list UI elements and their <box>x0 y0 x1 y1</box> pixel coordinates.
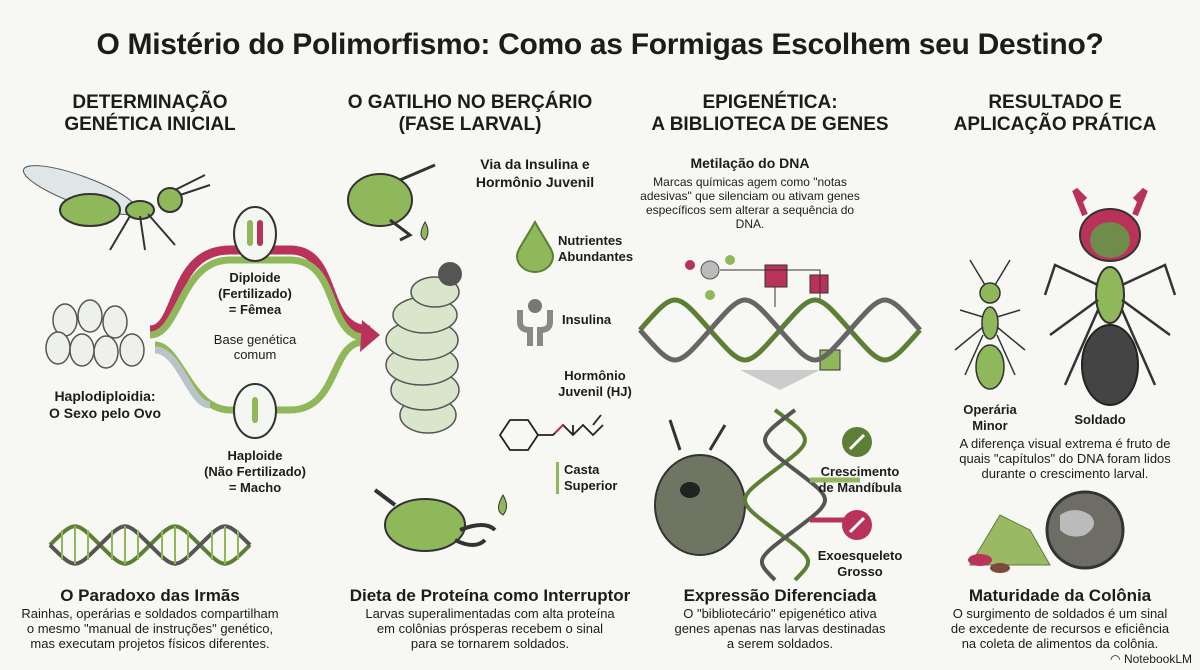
bottom-text-maturity: O surgimento de soldados é um sinal de e… <box>950 606 1170 651</box>
haplodiploidy-label: Haplodiploidia: O Sexo pelo Ovo <box>48 388 162 421</box>
page-title: O Mistério do Polimorfismo: Como as Form… <box>96 28 1104 61</box>
haploid-label: Haploide (Não Fertilizado) = Macho <box>204 448 306 495</box>
brand-label: NotebookLM <box>1123 652 1192 666</box>
soldier-label: Soldado <box>1074 412 1126 427</box>
ant-head-feeding-icon <box>347 163 436 242</box>
mandible-label: Crescimento de Mandíbula <box>818 464 902 495</box>
caste-marker <box>556 462 559 494</box>
column-heading-genetics: DETERMINAÇÃO GENÉTICA INICIAL <box>64 92 236 135</box>
mandible-gene-icon <box>842 427 872 457</box>
caste-label: Casta Superior <box>564 462 618 493</box>
dna-helix-horizontal <box>48 524 252 566</box>
common-base-label: Base genética comum <box>213 332 297 362</box>
hormone-label: Hormônio Juvenil (HJ) <box>558 368 632 399</box>
brand-badge: ◠ NotebookLM <box>1110 652 1192 666</box>
haploid-egg-icon <box>233 383 277 439</box>
bottom-title-paradox: O Paradoxo das Irmãs <box>60 586 240 605</box>
winged-ant-illustration <box>22 165 211 251</box>
column-heading-result: RESULTADO E APLICAÇÃO PRÁTICA <box>953 92 1157 135</box>
soldier-ant-head-illustration <box>654 419 746 556</box>
exoskeleton-gene-icon <box>842 510 872 540</box>
bottom-text-expression: O "bibliotecário" epigenético ativa gene… <box>674 606 886 651</box>
bottom-title-expression: Expressão Diferenciada <box>683 586 877 605</box>
nutrient-drop-icon <box>515 219 555 273</box>
minor-worker-label: Operária Minor <box>963 402 1017 433</box>
bottom-text-diet: Larvas superalimentadas com alta proteín… <box>365 606 615 651</box>
minor-worker-ant-illustration <box>954 259 1026 390</box>
bottom-text-paradox: Rainhas, operárias e soldados compartilh… <box>21 606 279 651</box>
bottom-title-maturity: Maturidade da Colônia <box>968 586 1152 605</box>
larva-illustration <box>385 262 462 434</box>
ant-head-mandible-icon <box>373 488 507 552</box>
nutrients-label: Nutrientes Abundantes <box>558 233 634 264</box>
exoskeleton-label: Exoesqueleto Grosso <box>817 548 903 579</box>
soldier-ant-illustration <box>1043 187 1177 406</box>
insulin-label: Insulina <box>562 312 612 327</box>
dna-helix-vertical <box>743 408 860 582</box>
insulin-receptor-icon <box>517 299 553 346</box>
methylated-dna-helix <box>638 255 922 390</box>
methylation-title: Metilação do DNA <box>690 155 810 171</box>
juvenile-hormone-molecule <box>498 414 604 451</box>
column-heading-larval: O GATILHO NO BERÇÁRIO (FASE LARVAL) <box>347 92 593 135</box>
pathway-label: Via da Insulina e Hormônio Juvenil <box>475 156 595 190</box>
difference-text: A diferença visual extrema é fruto de qu… <box>959 436 1171 481</box>
notebooklm-logo-icon: ◠ <box>1110 652 1124 666</box>
food-pile-and-colony-icon <box>968 490 1125 573</box>
diploid-egg-icon <box>233 206 277 262</box>
bottom-title-diet: Dieta de Proteína como Interruptor <box>349 586 631 605</box>
methylation-text: Marcas químicas agem como "notas adesiva… <box>640 175 860 231</box>
diploid-label: Diploide (Fertilizado) = Fêmea <box>218 270 292 317</box>
column-heading-epigenetics: EPIGENÉTICA: A BIBLIOTECA DE GENES <box>651 92 889 135</box>
eggs-cluster-icon <box>45 299 145 369</box>
